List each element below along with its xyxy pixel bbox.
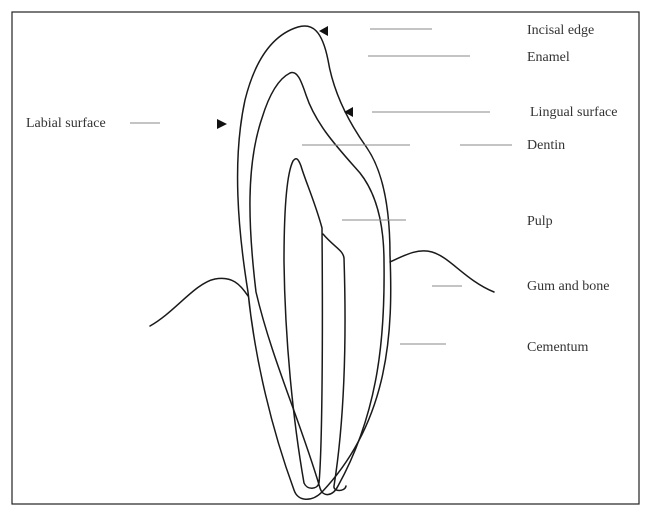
pulp-label: Pulp bbox=[527, 214, 553, 229]
labial-surface-label: Labial surface bbox=[26, 116, 106, 131]
incisal-edge-arrow bbox=[319, 26, 328, 36]
diagram-frame bbox=[12, 12, 639, 504]
lingual-surface-arrow bbox=[344, 107, 353, 117]
incisal-edge-label: Incisal edge bbox=[527, 23, 594, 38]
cementum-label: Cementum bbox=[527, 340, 589, 355]
dentin-label: Dentin bbox=[527, 138, 565, 153]
pulp-outline bbox=[284, 159, 346, 491]
gum-and-bone-label: Gum and bone bbox=[527, 279, 609, 294]
enamel-label: Enamel bbox=[527, 50, 570, 65]
lingual-surface-label: Lingual surface bbox=[530, 105, 617, 120]
labial-surface-arrow bbox=[217, 119, 227, 129]
enamel-outline bbox=[238, 26, 391, 499]
